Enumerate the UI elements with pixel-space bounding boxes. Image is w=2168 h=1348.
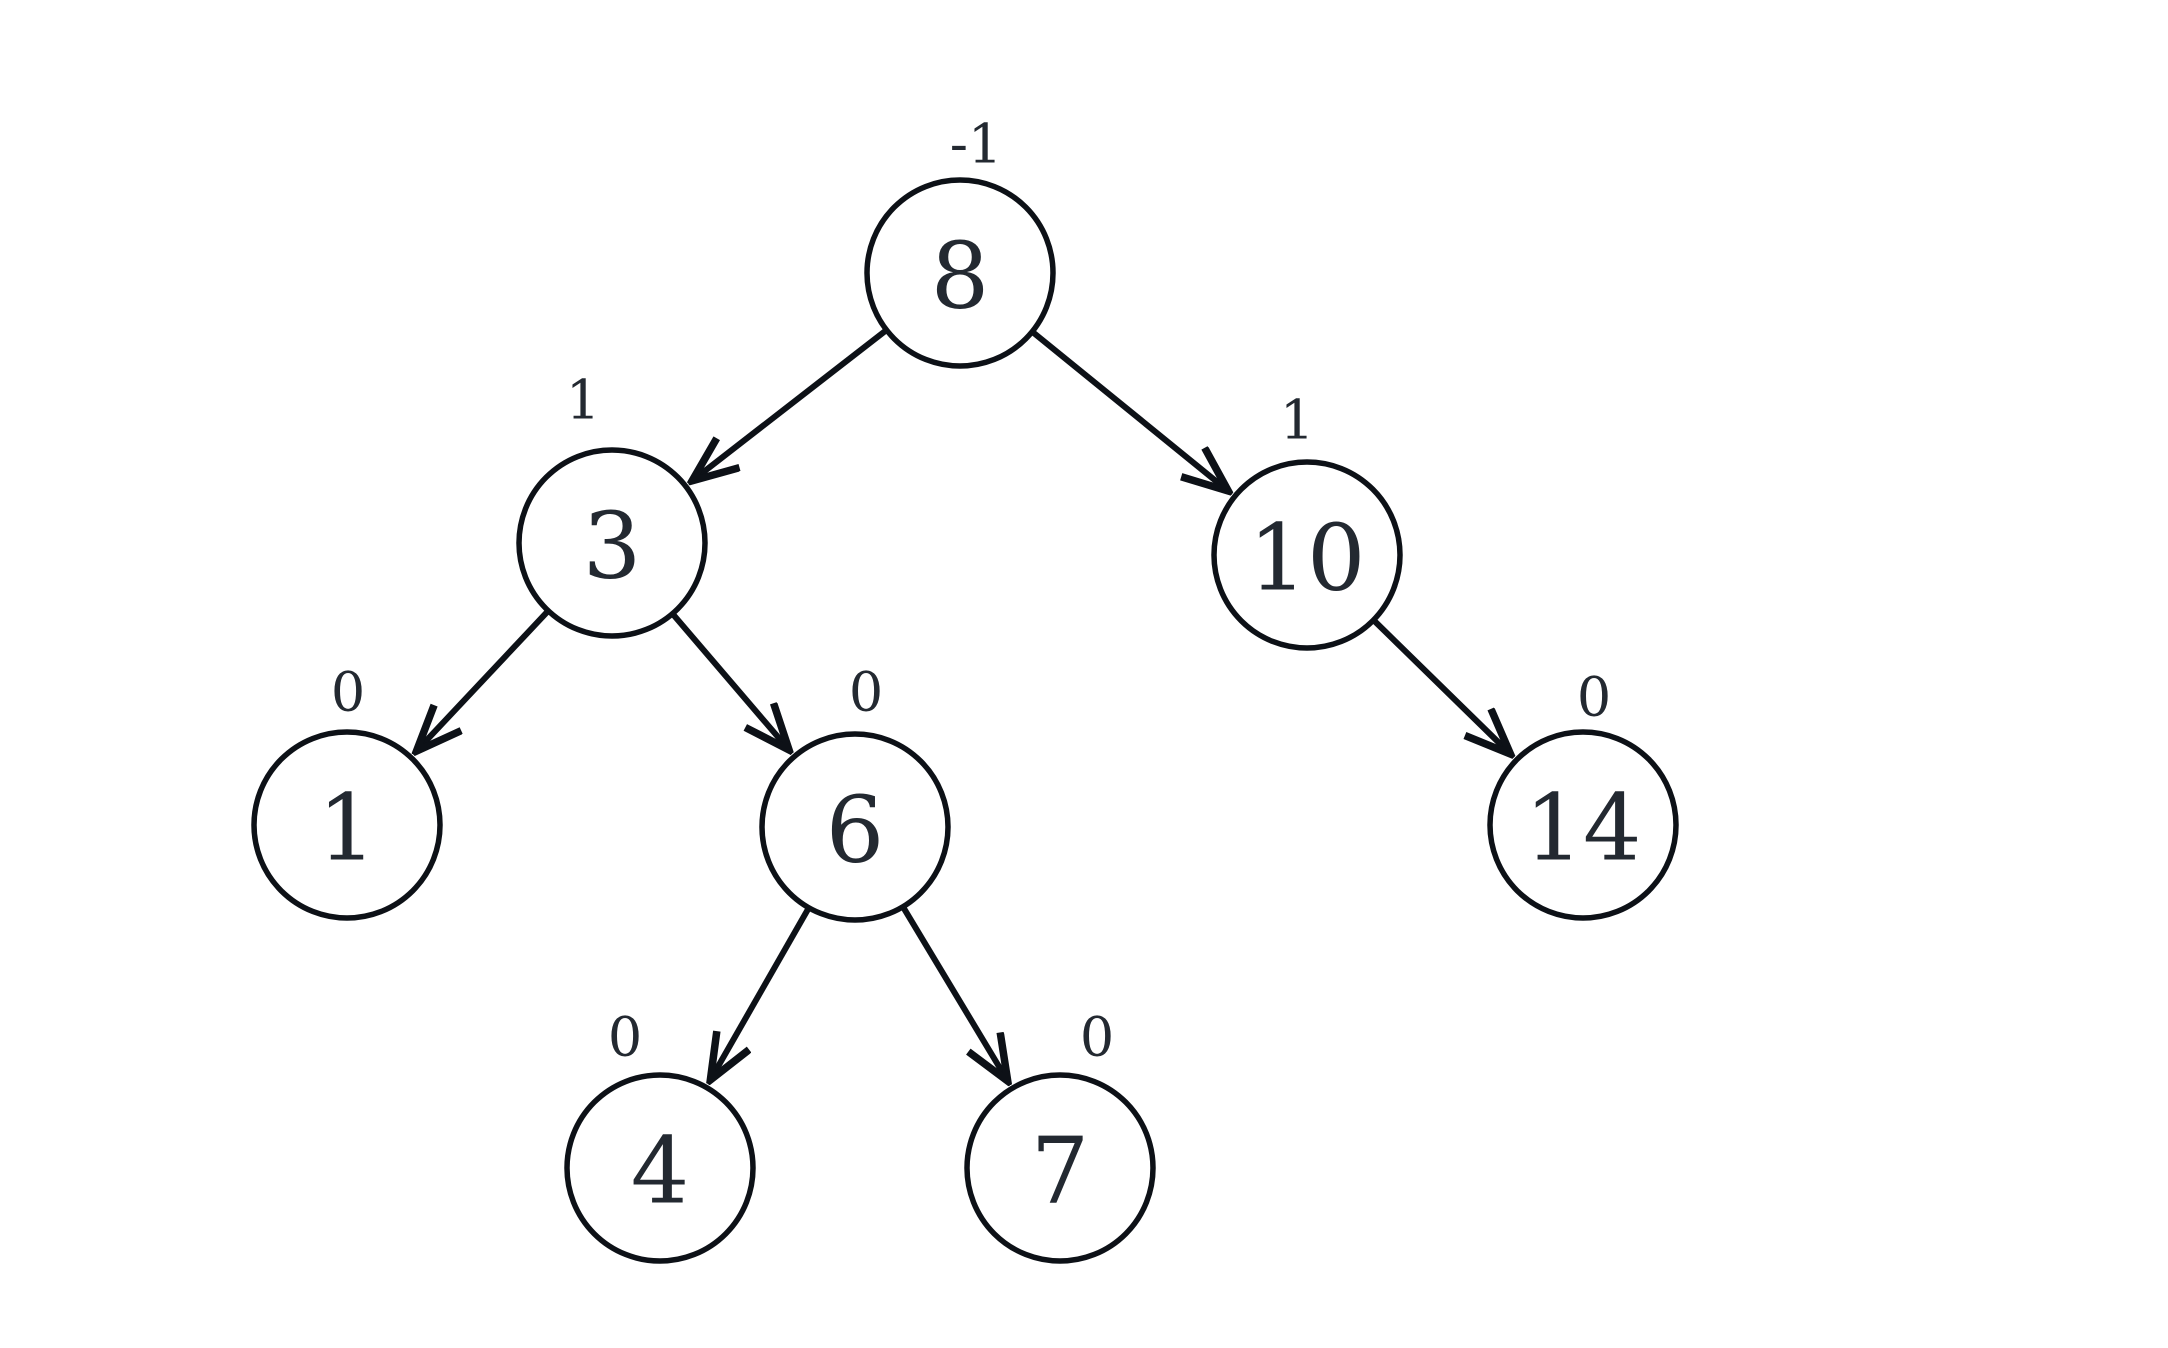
tree-edge-right: [1031, 330, 1226, 489]
node-key-label-7: 7: [1031, 1118, 1090, 1225]
tree-edge-left: [695, 328, 887, 478]
tree-node-4[interactable]: 4: [564, 1072, 756, 1264]
node-key-label-4: 4: [631, 1118, 690, 1225]
node-circle-4: [564, 1072, 756, 1264]
node-circle-8: [864, 177, 1056, 369]
node-circle-7: [964, 1072, 1156, 1264]
node-key-label-3: 3: [583, 493, 642, 600]
tree-node-14[interactable]: 14: [1487, 729, 1679, 921]
node-key-label-8: 8: [931, 223, 990, 330]
balance-factor-14: 0: [1577, 666, 1611, 729]
balance-factor-6: 0: [849, 661, 883, 724]
node-key-label-6: 6: [826, 777, 885, 884]
tree-node-1[interactable]: 1: [251, 729, 443, 921]
node-key-label-1: 1: [318, 775, 377, 882]
tree-node-6[interactable]: 6: [759, 731, 951, 923]
node-circle-3: [516, 447, 708, 639]
node-circle-14: [1487, 729, 1679, 921]
tree-edge-left: [419, 610, 550, 748]
balance-factor-1: 0: [331, 661, 365, 724]
node-key-label-14: 14: [1524, 775, 1641, 882]
balance-factor-4: 0: [608, 1006, 642, 1069]
balance-factor-7: 0: [1080, 1006, 1114, 1069]
tree-node-3[interactable]: 3: [516, 447, 708, 639]
balance-factor-10: 1: [1280, 389, 1314, 452]
tree-node-10[interactable]: 10: [1211, 459, 1403, 651]
node-circle-1: [251, 729, 443, 921]
tree-edge-left: [712, 907, 811, 1076]
node-circle-6: [759, 731, 951, 923]
tree-edge-right: [1372, 619, 1508, 751]
edges-group: [419, 328, 1508, 1078]
tree-edge-right: [671, 613, 787, 747]
node-key-label-10: 10: [1248, 505, 1365, 612]
node-circle-10: [1211, 459, 1403, 651]
tree-node-7[interactable]: 7: [964, 1072, 1156, 1264]
tree-node-8[interactable]: 8: [864, 177, 1056, 369]
balance-factor-8: -1: [950, 113, 1003, 176]
balance-factor-3: 1: [566, 369, 600, 432]
tree-edge-right: [901, 906, 1006, 1078]
